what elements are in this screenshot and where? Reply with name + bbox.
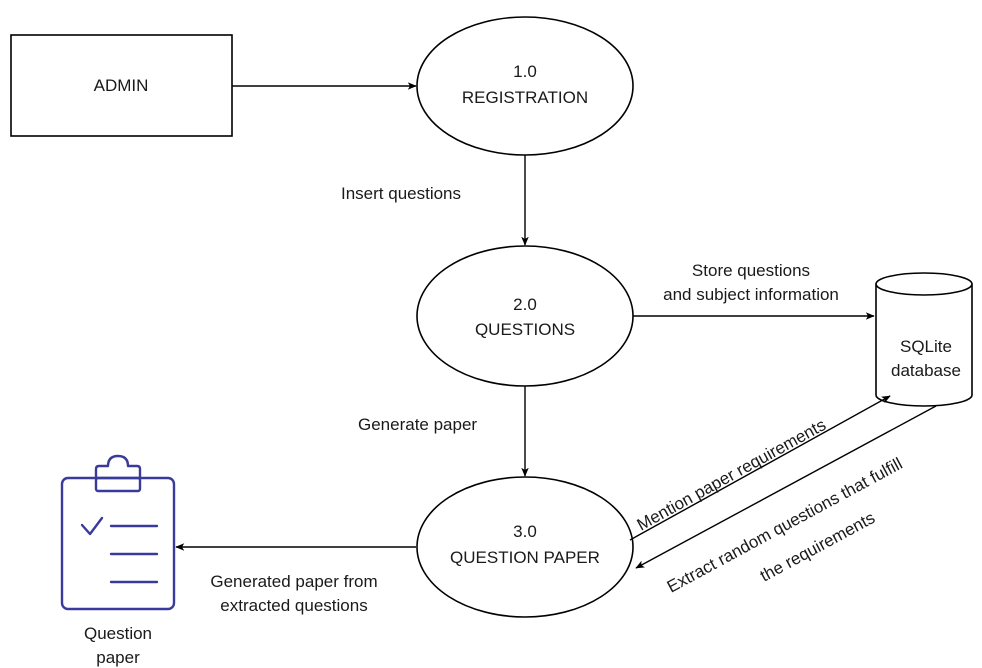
datastore-line2: database bbox=[891, 361, 961, 380]
flow-mention-requirements bbox=[629, 395, 891, 541]
generated-label-line2: extracted questions bbox=[220, 596, 367, 615]
process-1-number: 1.0 bbox=[513, 62, 537, 81]
generated-label-line1: Generated paper from bbox=[210, 572, 377, 591]
store-label-line1: Store questions bbox=[692, 261, 810, 280]
process-question-paper: 3.0 QUESTION PAPER bbox=[416, 476, 634, 618]
process-questions: 2.0 QUESTIONS bbox=[416, 245, 634, 387]
store-label-line2: and subject information bbox=[663, 285, 839, 304]
datastore-line1: SQLite bbox=[900, 337, 952, 356]
output-label-line1: Question bbox=[84, 624, 152, 643]
admin-entity: ADMIN bbox=[10, 34, 233, 137]
clipboard-checklist-icon bbox=[60, 454, 176, 611]
process-1-name: REGISTRATION bbox=[462, 88, 588, 107]
generate-paper-label: Generate paper bbox=[358, 415, 477, 434]
process-2-number: 2.0 bbox=[513, 295, 537, 314]
process-2-name: QUESTIONS bbox=[475, 320, 575, 339]
process-3-name: QUESTION PAPER bbox=[450, 548, 600, 567]
admin-label: ADMIN bbox=[94, 76, 149, 95]
output-label-line2: paper bbox=[96, 648, 140, 667]
sqlite-datastore: SQLite database bbox=[875, 272, 973, 407]
process-3-number: 3.0 bbox=[513, 522, 537, 541]
process-registration: 1.0 REGISTRATION bbox=[416, 16, 634, 156]
flow-extract-questions bbox=[635, 405, 937, 569]
insert-questions-label: Insert questions bbox=[341, 184, 461, 203]
